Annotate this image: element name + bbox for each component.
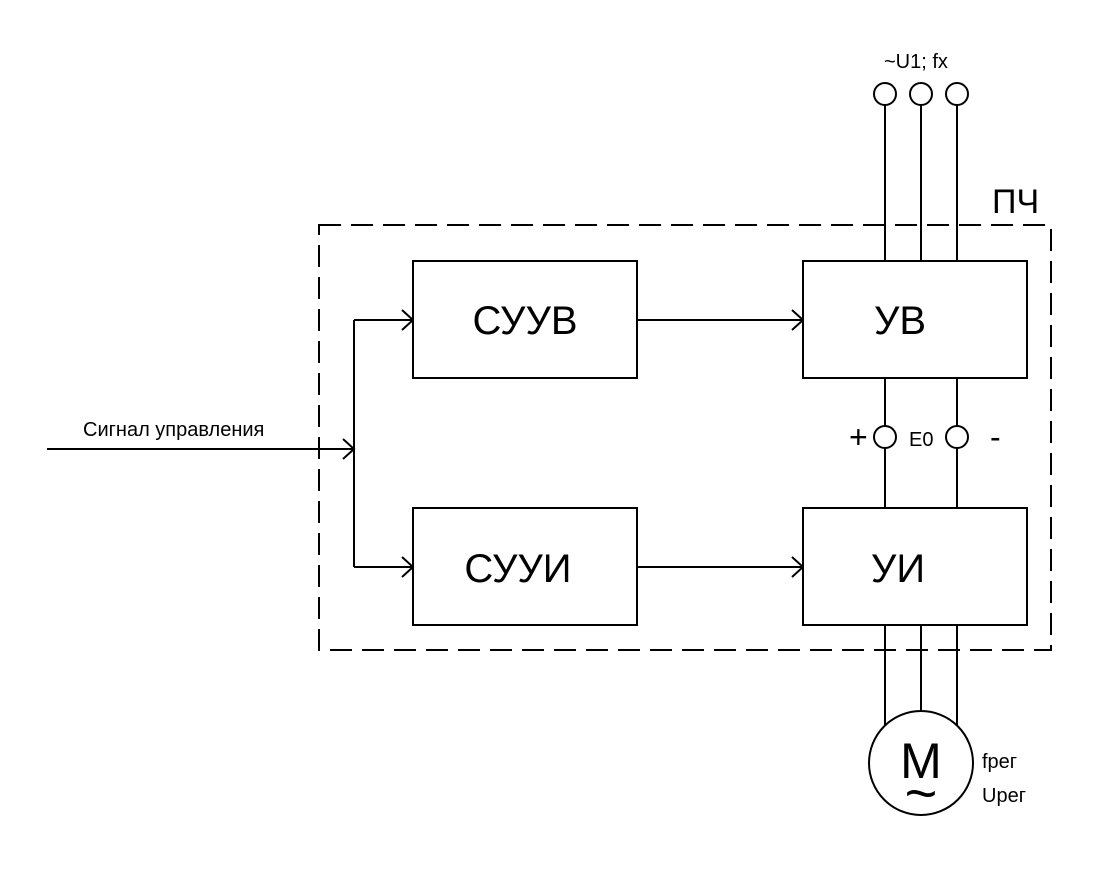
suuv-block-label: СУУВ <box>472 299 577 343</box>
supply-terminal-1 <box>873 82 897 106</box>
supply-terminal-3 <box>945 82 969 106</box>
dc-plus-terminal <box>873 425 897 449</box>
motor-symbol <box>868 710 974 816</box>
supply-label: ~U1; fx <box>884 51 948 73</box>
suui-block-label: СУУИ <box>464 547 571 591</box>
suuv-block <box>412 260 638 379</box>
dc-minus-label: - <box>990 419 1001 455</box>
motor-tilde-icon: ~ <box>905 761 938 824</box>
dc-voltage-label: E0 <box>909 429 933 451</box>
supply-lines <box>884 105 958 261</box>
suui-block <box>412 507 638 626</box>
converter-frame <box>318 224 1052 651</box>
supply-terminal-2 <box>909 82 933 106</box>
motor-frequency-label: fрег <box>982 751 1017 773</box>
dc-minus-terminal <box>945 425 969 449</box>
motor-letter: M <box>900 733 942 789</box>
uv-block-label: УВ <box>874 299 926 343</box>
input-signal-label: Сигнал управления <box>83 419 264 441</box>
converter-frame-label: ПЧ <box>992 183 1039 221</box>
dc-plus-label: + <box>849 419 868 455</box>
ui-block <box>802 507 1028 626</box>
motor-feed-lines <box>884 625 958 725</box>
uv-block <box>802 260 1028 379</box>
motor-voltage-label: Uрег <box>982 785 1026 807</box>
ui-block-label: УИ <box>871 547 925 591</box>
